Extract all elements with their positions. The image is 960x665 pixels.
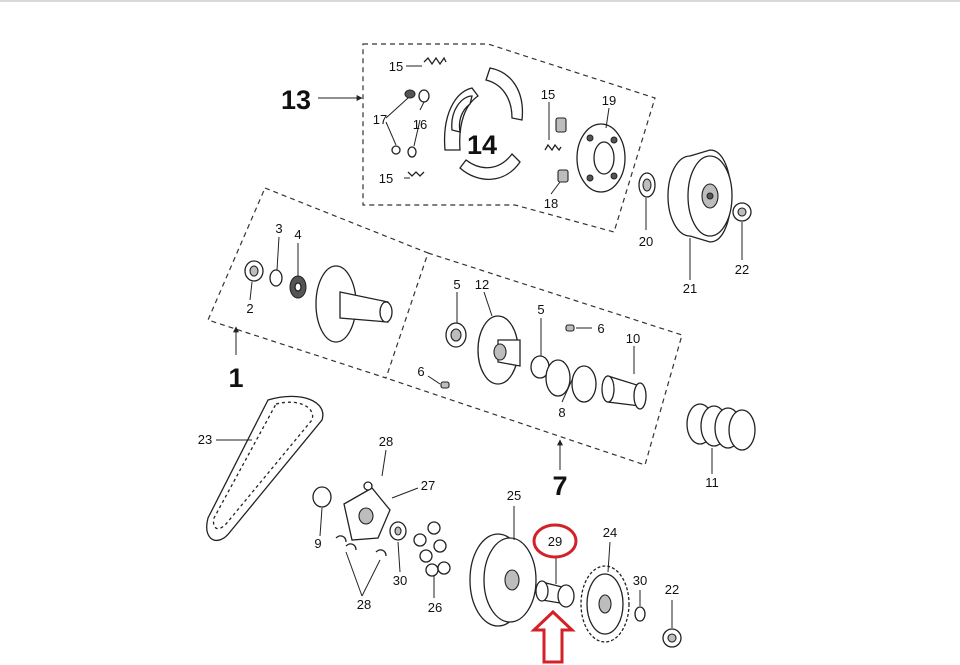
label-18: 18 <box>544 196 558 211</box>
part-number-labels: 15 17 16 15 15 19 18 20 21 22 2 3 4 5 12… <box>198 59 749 615</box>
label-21: 21 <box>683 281 697 296</box>
group-label-7: 7 <box>552 471 567 501</box>
group-13-box <box>362 43 656 233</box>
label-27: 27 <box>421 478 435 493</box>
label-6-right: 6 <box>597 321 604 336</box>
label-15-right: 15 <box>541 87 555 102</box>
torque-spring <box>686 403 756 451</box>
group-7-box <box>385 252 683 466</box>
nut-bottom <box>662 628 682 648</box>
clutch-bell <box>667 149 733 243</box>
group-label-14: 14 <box>467 130 497 160</box>
label-17: 17 <box>373 112 387 127</box>
label-10: 10 <box>626 331 640 346</box>
drive-belt <box>206 395 324 542</box>
label-30-right: 30 <box>633 573 647 588</box>
shoe-springs-and-pins <box>391 56 569 183</box>
nut-top <box>732 202 752 222</box>
label-8: 8 <box>558 405 565 420</box>
label-30-left: 30 <box>393 573 407 588</box>
label-9: 9 <box>314 536 321 551</box>
label-5-right: 5 <box>537 302 544 317</box>
label-12: 12 <box>475 277 489 292</box>
label-19: 19 <box>602 93 616 108</box>
label-6-left: 6 <box>417 364 424 379</box>
bushing-29 <box>535 580 575 608</box>
highlight-arrow <box>530 609 576 664</box>
label-28-top: 28 <box>379 434 393 449</box>
label-22-top: 22 <box>735 262 749 277</box>
label-20: 20 <box>639 234 653 249</box>
clutch-bearing <box>638 172 656 198</box>
group-label-13: 13 <box>281 85 311 115</box>
washer-bottom <box>634 606 646 622</box>
label-4: 4 <box>294 227 301 242</box>
label-25: 25 <box>507 488 521 503</box>
group-label-1: 1 <box>228 363 243 393</box>
label-28-bottom: 28 <box>357 597 371 612</box>
highlight-circle <box>532 523 578 559</box>
group-1-box <box>207 187 429 379</box>
label-5-left: 5 <box>453 277 460 292</box>
label-24: 24 <box>603 525 617 540</box>
drive-face-parts <box>244 260 393 343</box>
driven-pulley-parts <box>440 315 647 410</box>
label-26: 26 <box>428 600 442 615</box>
label-2: 2 <box>246 301 253 316</box>
label-15-top: 15 <box>389 59 403 74</box>
starter-gear <box>580 565 630 643</box>
label-16: 16 <box>413 117 427 132</box>
clutch-shoes <box>443 67 524 180</box>
leader-lines <box>216 65 743 628</box>
label-23: 23 <box>198 432 212 447</box>
clutch-plate <box>576 123 626 193</box>
label-22-bottom: 22 <box>665 582 679 597</box>
variator-parts <box>312 481 451 577</box>
label-3: 3 <box>275 221 282 236</box>
label-11: 11 <box>705 475 719 490</box>
label-15-bottom: 15 <box>379 171 393 186</box>
variator-pulley <box>469 533 537 627</box>
label-29: 29 <box>548 534 562 549</box>
